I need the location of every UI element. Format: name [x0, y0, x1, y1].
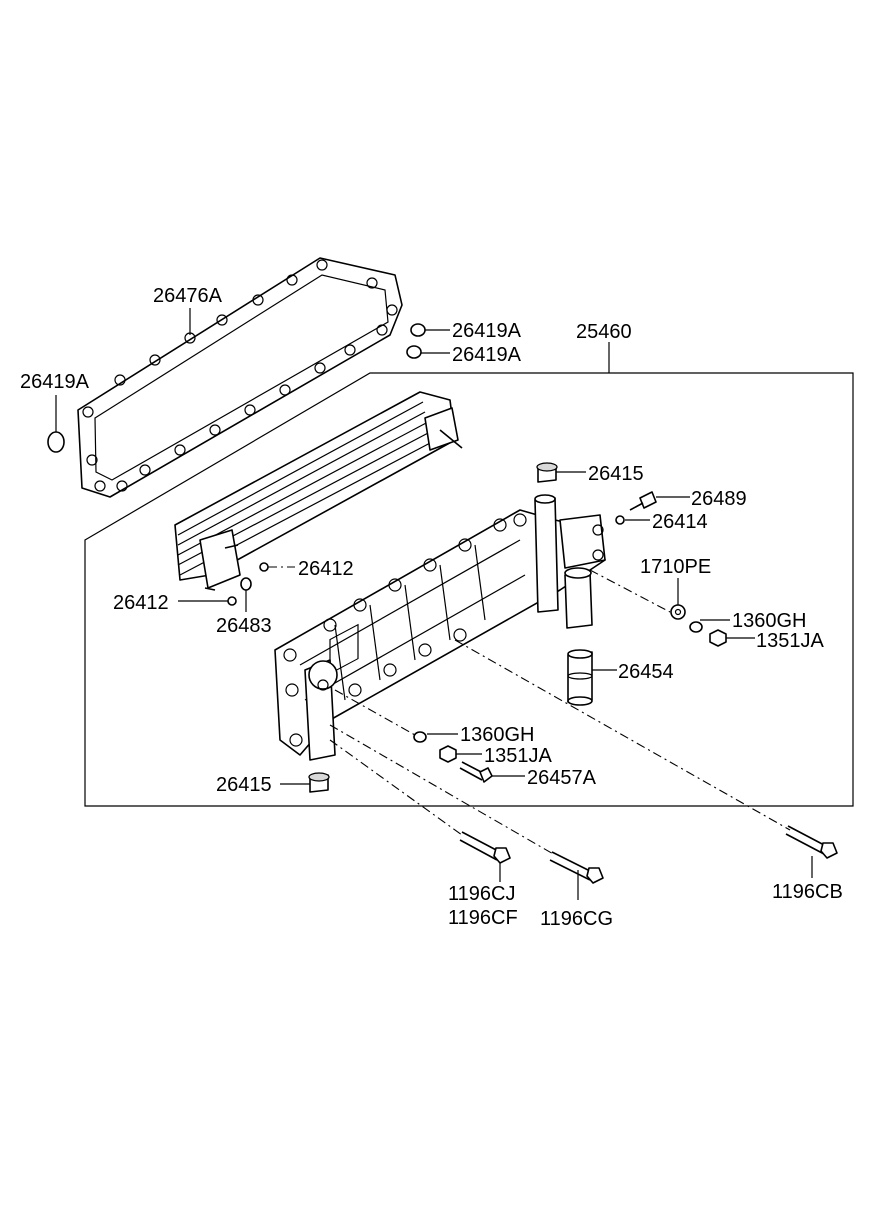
bolt-26489 [629, 491, 657, 511]
bolt-1196cg [549, 851, 604, 884]
washer-1710pe [670, 604, 686, 620]
o-ring-26419a-left [47, 431, 65, 453]
label-26414: 26414 [652, 511, 708, 533]
label-1360gh-right: 1360GH [732, 610, 807, 632]
bolt-1196cj [459, 831, 511, 864]
plug-26415-top [536, 462, 558, 483]
label-1710pe: 1710PE [640, 556, 711, 578]
nut-1351ja-right [709, 629, 727, 647]
bolt-26457a [459, 761, 493, 783]
label-26489: 26489 [691, 488, 747, 510]
label-1360gh-mid: 1360GH [460, 724, 535, 746]
o-ring-26419a-top1 [410, 323, 426, 337]
label-26415-bottom: 26415 [216, 774, 272, 796]
plug-26415-bottom [308, 772, 330, 793]
label-26419a-top1: 26419A [452, 320, 522, 342]
label-1351ja-mid: 1351JA [484, 745, 552, 767]
washer-1360gh-right [689, 621, 703, 633]
label-26476a: 26476A [153, 285, 223, 307]
bolt-1196cb [785, 825, 838, 859]
cooler-housing [274, 494, 606, 761]
label-26454: 26454 [618, 661, 674, 683]
nut-1351ja-mid [439, 745, 457, 763]
sleeve-26454 [567, 649, 593, 706]
o-ring-26483 [240, 577, 252, 591]
o-ring-26414 [615, 515, 625, 525]
label-26419a-top2: 26419A [452, 344, 522, 366]
washer-1360gh-mid [413, 731, 427, 743]
gasket-26476a [77, 257, 403, 498]
cooler-core [174, 391, 463, 591]
label-25460: 25460 [576, 321, 632, 343]
label-26419a-left: 26419A [20, 371, 90, 393]
label-26412-left: 26412 [113, 592, 169, 614]
assembly-boundary-25460 [84, 372, 854, 807]
label-26415-top: 26415 [588, 463, 644, 485]
o-ring-26412-left [227, 596, 237, 606]
label-1196cb: 1196CB [772, 881, 843, 903]
label-1351ja-right: 1351JA [756, 630, 824, 652]
label-26457a: 26457A [527, 767, 597, 789]
label-1196cg: 1196CG [540, 908, 613, 930]
o-ring-26419a-top2 [406, 345, 422, 359]
label-1196cf: 1196CF [448, 907, 518, 929]
label-26483: 26483 [216, 615, 272, 637]
label-26412-right: 26412 [298, 558, 354, 580]
label-1196cj: 1196CJ [448, 883, 515, 905]
o-ring-26412-right [259, 562, 269, 572]
